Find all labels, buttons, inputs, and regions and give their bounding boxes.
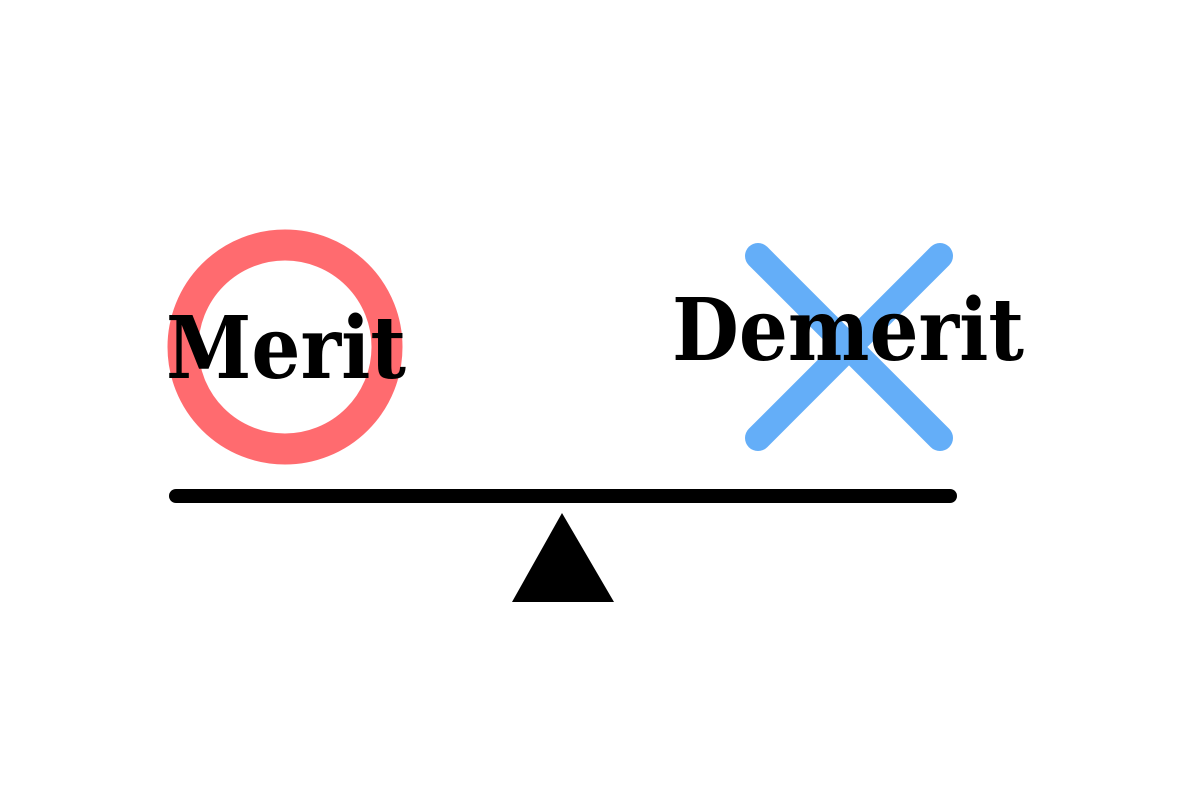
merit-group: Merit xyxy=(166,229,406,465)
fulcrum-triangle xyxy=(512,513,614,602)
cross-x-icon xyxy=(745,243,953,451)
merit-label: Merit xyxy=(166,298,406,399)
circle-o-icon xyxy=(167,229,403,465)
demerit-group: Demerit xyxy=(672,243,1024,451)
demerit-label: Demerit xyxy=(672,280,1024,381)
